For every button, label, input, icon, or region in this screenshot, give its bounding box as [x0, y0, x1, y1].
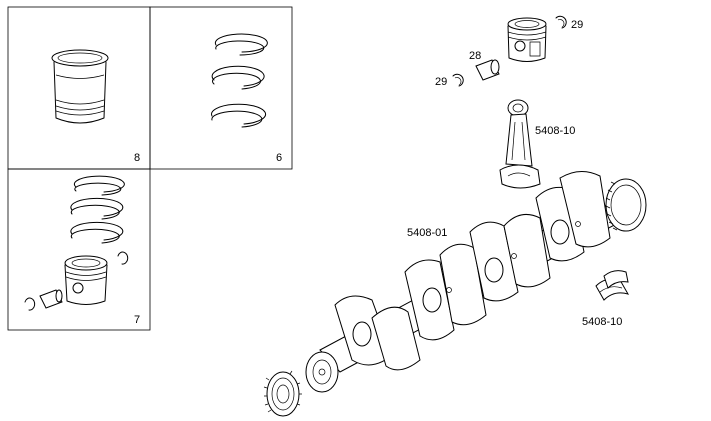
- snap-ring-right: [555, 15, 567, 29]
- kit-number-8: 8: [134, 152, 140, 164]
- callout-5408-10-rod: 5408-10: [535, 125, 575, 137]
- kit-number-6: 6: [276, 152, 282, 164]
- callout-5408-01: 5408-01: [407, 227, 447, 239]
- callout-29-left: 29: [435, 76, 447, 88]
- snap-ring-left: [452, 73, 464, 87]
- callout-28: 28: [469, 50, 481, 62]
- timing-gear-part: [263, 370, 302, 417]
- piston-pin-part: [475, 59, 500, 81]
- piston-kit-icon: [24, 175, 129, 311]
- cylinder-liner-icon: [51, 49, 109, 124]
- connecting-rod-part: [499, 99, 541, 189]
- kit-box-6: 6: [149, 6, 293, 170]
- crankshaft-part: [305, 171, 647, 393]
- kit-box-8: 8: [7, 6, 151, 170]
- callout-29-right: 29: [571, 19, 583, 31]
- piston-rings-icon: [211, 33, 268, 128]
- kit-number-7: 7: [134, 314, 140, 326]
- bearing-shells-part: [595, 270, 630, 301]
- callout-5408-10-bearing: 5408-10: [582, 316, 622, 328]
- kit-box-7: 7: [7, 168, 151, 331]
- piston-part: [507, 17, 547, 62]
